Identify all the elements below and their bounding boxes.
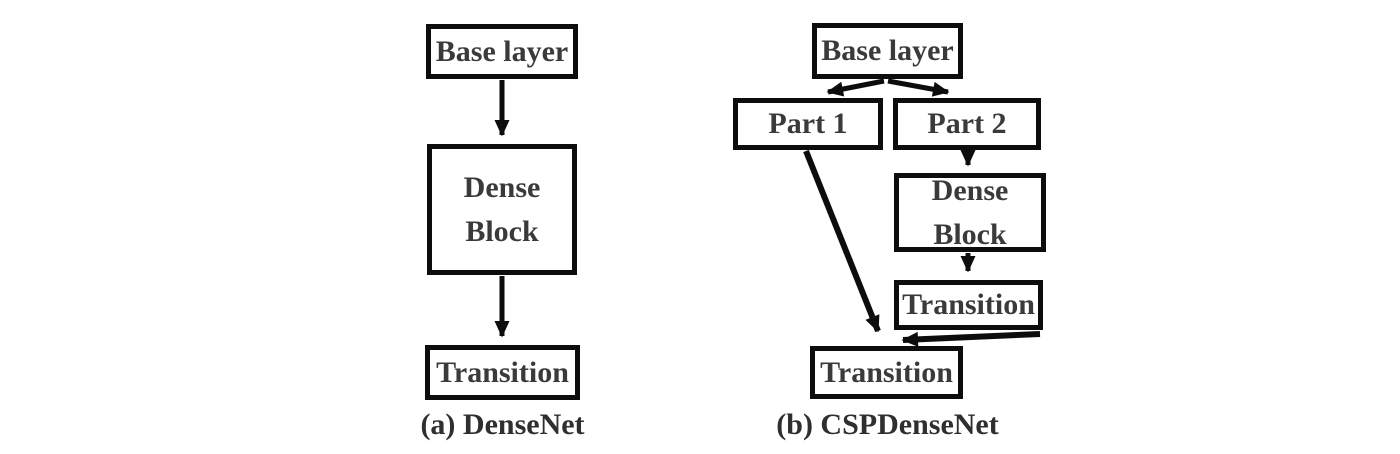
cspdensenet-caption: (b) CSPDenseNet <box>776 408 999 441</box>
cspdensenet-transition-lower-label: Transition <box>820 355 953 389</box>
edge-b-part1-transitionlower <box>803 149 881 333</box>
cspdensenet-transition-lower-box: Transition <box>810 346 963 399</box>
densenet-dense-block-line2: Block <box>465 214 539 248</box>
densenet-dense-block-line1: Dense <box>463 171 541 204</box>
densenet-base-layer-label: Base layer <box>435 34 569 68</box>
cspdensenet-part2-label: Part 2 <box>927 107 1007 140</box>
cspdensenet-dense-block-line1: Dense <box>931 174 1009 207</box>
edge-b-baselayer-part2 <box>887 78 950 97</box>
cspdensenet-part1-label: Part 1 <box>768 107 848 140</box>
densenet-caption: (a) DenseNet <box>420 408 585 441</box>
cspdensenet-base-layer-label: Base layer <box>821 34 954 67</box>
cspdensenet-base-layer-box: Base layer <box>812 23 963 79</box>
cspdensenet-part1-box: Part 1 <box>733 98 883 150</box>
edge-b-transitionupper-transitionlower <box>901 331 1041 347</box>
densenet-transition-label: Transition <box>436 355 569 389</box>
edge-b-baselayer-part1 <box>826 78 885 97</box>
cspdensenet-transition-upper-label: Transition <box>902 288 1035 321</box>
cspdensenet-dense-block-line2: Block <box>933 217 1007 251</box>
densenet-transition-box: Transition <box>425 345 580 400</box>
cspdensenet-part2-box: Part 2 <box>893 98 1041 150</box>
cspdensenet-transition-upper-box: Transition <box>894 280 1043 330</box>
densenet-base-layer-box: Base layer <box>426 24 578 79</box>
